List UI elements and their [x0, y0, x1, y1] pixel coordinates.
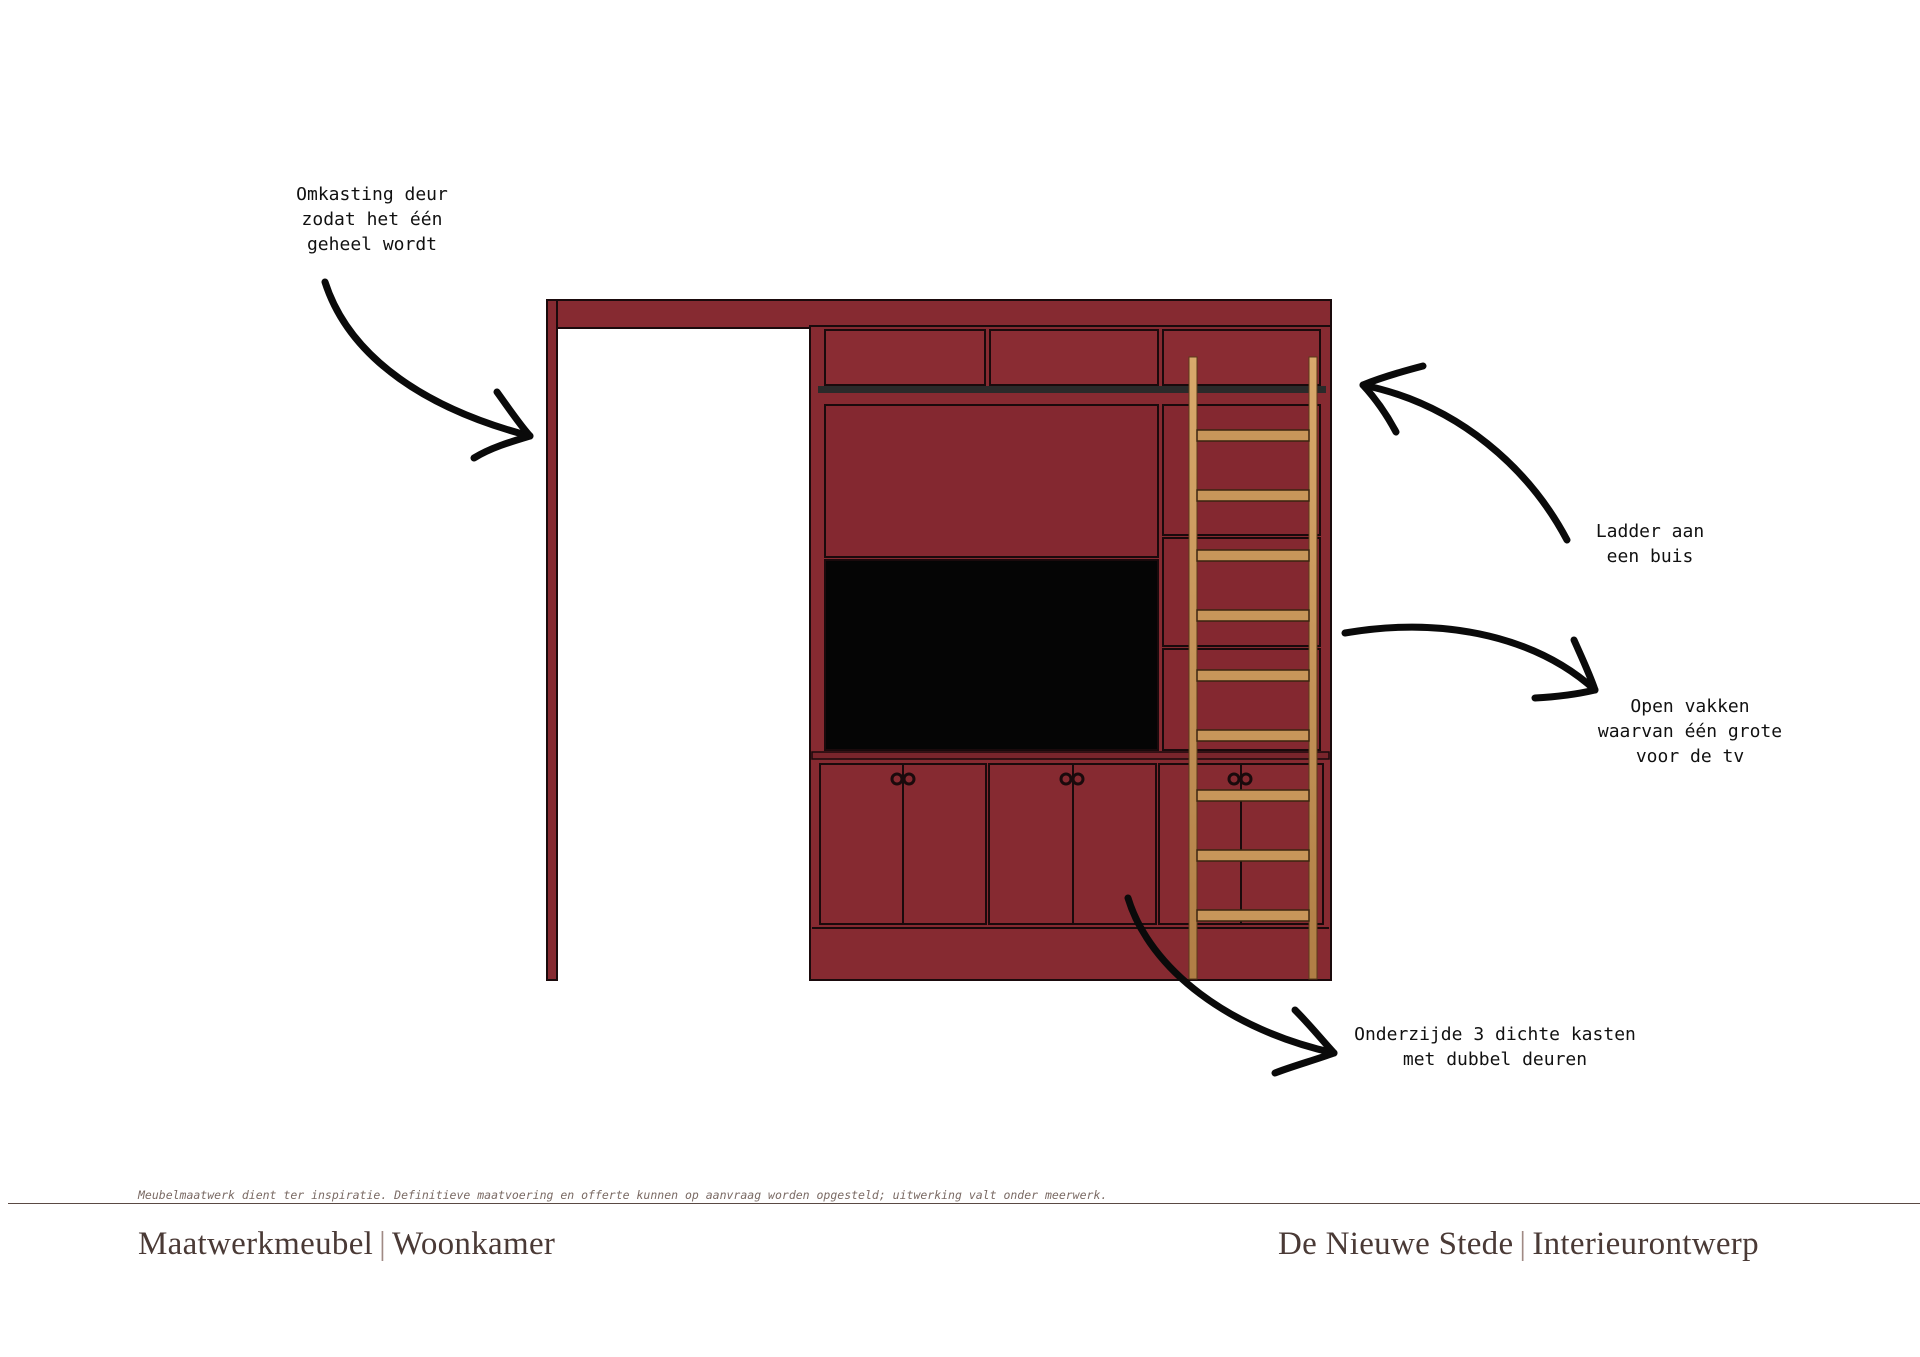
tv-screen — [824, 559, 1159, 751]
title-separator: | — [379, 1226, 387, 1262]
door-casing — [546, 299, 1332, 981]
arrow-icon — [1359, 362, 1571, 544]
title-separator: | — [1519, 1226, 1527, 1262]
footer-title-right: De Nieuwe Stede|Interieurontwerp — [1278, 1226, 1759, 1263]
top-panel — [824, 329, 986, 386]
company-name: De Nieuwe Stede — [1278, 1226, 1514, 1262]
ladder — [1188, 356, 1318, 980]
company-service: Interieurontwerp — [1532, 1226, 1759, 1262]
ladder-rail — [818, 386, 1326, 393]
annotation-ladder: Ladder aan een buis — [1595, 521, 1705, 567]
annotation-open-shelves: Open vakken waarvan één grote voor de tv — [1597, 696, 1783, 767]
bottom-cabinet — [988, 763, 1157, 925]
cabinet-body — [809, 325, 1332, 981]
bottom-cabinet — [819, 763, 987, 925]
top-panel — [1162, 329, 1321, 386]
annotation-bottom-cabinets: Onderzijde 3 dichte kasten met dubbel de… — [1354, 1024, 1636, 1070]
open-shelf — [824, 404, 1159, 558]
bottom-cabinet — [1158, 763, 1324, 925]
room-name: Woonkamer — [392, 1226, 556, 1262]
arrow-icon — [1341, 623, 1599, 702]
disclaimer-text: Meubelmaatwerk dient ter inspiratie. Def… — [138, 1188, 1108, 1202]
annotation-door-casing: Omkasting deur zodat het één geheel word… — [296, 184, 448, 255]
arrow-icon — [321, 278, 534, 462]
top-panel — [989, 329, 1159, 386]
project-name: Maatwerkmeubel — [138, 1226, 374, 1262]
arrow-icon — [1124, 894, 1338, 1077]
open-shelf — [1162, 404, 1321, 536]
footer-title-left: Maatwerkmeubel|Woonkamer — [138, 1226, 555, 1263]
footer-divider — [8, 1203, 1920, 1204]
